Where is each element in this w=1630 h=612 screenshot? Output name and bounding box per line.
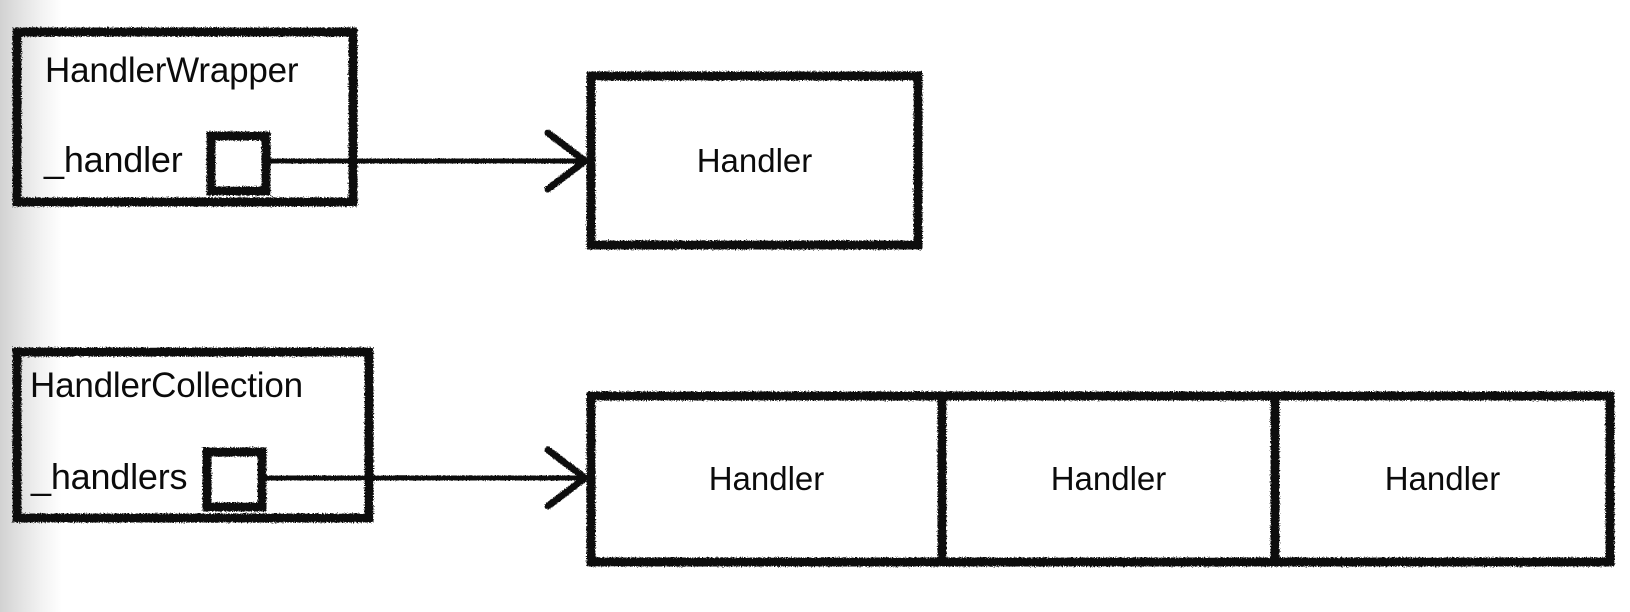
handlerwrapper-class-name: HandlerWrapper (45, 51, 299, 90)
handler-array-cell-3-label: Handler (1384, 460, 1501, 497)
handlercollection-field-name: _handlers (31, 456, 188, 497)
handlerwrapper-box (12, 27, 358, 207)
arrow-right-icon-handler (544, 129, 591, 193)
handlercollection-class-name: HandlerCollection (30, 366, 303, 405)
handler-array-cell-2-label: Handler (1050, 460, 1167, 497)
handler-array-outline (586, 391, 1615, 567)
handler-pointer-slot-icon (206, 131, 271, 196)
handler-array-cell-1-label: Handler (708, 460, 825, 497)
handler-box-1-label: Handler (696, 141, 813, 179)
handler-box-1 (586, 71, 923, 250)
arrow-right-icon-handlers (544, 446, 591, 510)
handlers-pointer-slot-icon (202, 447, 267, 512)
handlerwrapper-field-name: _handler (44, 139, 183, 180)
handlercollection-box (12, 347, 374, 523)
